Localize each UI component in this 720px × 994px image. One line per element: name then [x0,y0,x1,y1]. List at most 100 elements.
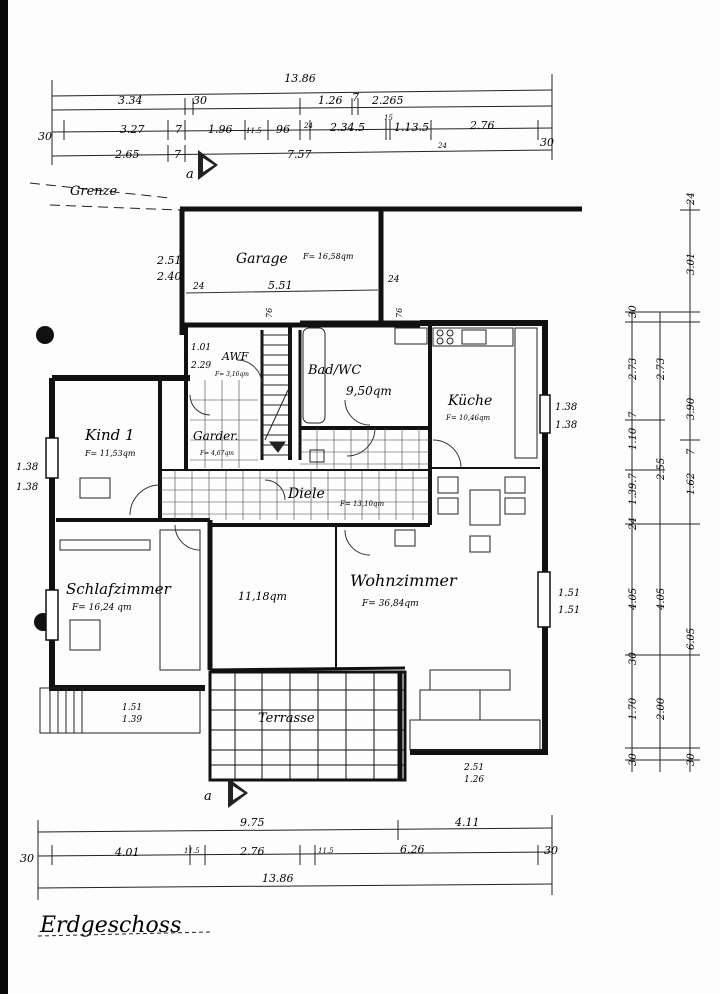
dim-top-r3-f: 96 [276,123,290,136]
staircase [261,334,291,456]
dim-right-c1-d: 1.10 [628,427,639,450]
wohn-window-top: 1.51 [558,588,580,599]
bath-fixtures [302,327,428,463]
dim-top-r3-h: 2.34.5 [329,121,365,134]
room-labels: AWF F= 3,16qm 1.01 2.29 76 76 Bad/WC 9,5… [16,308,580,616]
dining-furniture [394,476,541,751]
dim-right-c1-a: 30 [628,305,639,318]
dim-right-col3: 24 3.01 3.90 7 1.62 6.05 30 [686,192,697,766]
garderobe-area: F= 4,67qm [199,450,234,457]
dim-right-c1-c: 7 [628,411,639,418]
dim-bottom-r1-a: 9.75 [240,816,265,829]
dim-top-r3-g: 24 [303,122,313,130]
kind-area: F= 11,53qm [84,449,136,458]
dim-top-r2-c: 1.26 [318,94,343,107]
schlafzimmer-name: Schlafzimmer [66,580,172,598]
dim-bottom-r2-a: 30 [20,852,34,865]
dim-right-c3-b: 3.01 [686,253,697,275]
garage-dim-width: 5.51 [268,279,293,292]
section-label-bottom: a [204,789,212,804]
garage-dim-left-top: 2.51 [156,254,182,267]
entry-steps [39,687,201,734]
dim-top-r3-j: 1.13.5 [394,121,429,134]
dim-top-r4-b: 7 [174,148,181,161]
dim-bottom-r2-g: 30 [544,844,558,857]
dim-bottom-r2-c: 11.5 [184,847,200,855]
dim-top-row2: 3.34 30 1.26 7 2.265 [118,91,404,107]
dim-right-c1-e: 1.39.7 [628,473,639,505]
dim-top-r3-c: 7 [175,123,182,136]
boundary-line [29,182,171,199]
terrace [208,670,407,782]
top-dim-b: 76 [395,308,404,318]
awf-name: AWF [221,350,249,363]
dim-top-row4: 2.65 7 7.57 24 [114,142,447,161]
dim-right-c3-c: 3.90 [686,397,697,420]
left-dim-bottom: 1.38 [16,482,38,493]
dim-top-r3-i: 15 [384,114,393,122]
dim-top-r3-d: 1.96 [208,123,233,136]
dim-top-r2-e: 2.265 [371,94,404,107]
garage-dim-left-bottom: 2.40 [156,270,182,283]
dim-right-c1-g: 4.05 [628,588,639,611]
dim-top-r3-k: 2.76 [469,119,495,132]
garage-dim-inner-left: 24 [192,282,205,292]
dim-right-c3-g: 30 [686,753,697,766]
kitchen-fixtures [432,327,538,459]
dim-bottom-row2: 30 4.01 11.5 2.76 11.5 6.26 30 [20,843,558,865]
terrace-name: Terrasse [258,711,315,726]
mitte-area: 11,18qm [238,590,287,603]
boundary-label: Grenze [70,184,118,199]
dim-right-c2-b: 2.55 [656,458,667,481]
dim-bottom-r2-d: 2.76 [239,845,265,858]
scan-binding-edge [0,0,8,994]
dim-top-r3-b: 3.27 [120,123,145,136]
diele-name: Diele [287,486,325,502]
punch-hole-top [36,326,54,344]
dim-right-c1-h: 30 [628,652,639,665]
dim-right-c2-a: 2.73 [656,358,667,381]
dim-bottom-row1: 9.75 4.11 [240,816,480,829]
section-marker-bottom: a [204,778,248,808]
dim-top-r4-c: 7.57 [287,148,312,161]
dim-right-c3-d: 7 [686,448,697,455]
left-dim-top: 1.38 [16,462,38,473]
dim-right-col1: 30 2.73 7 1.10 1.39.7 24 4.05 30 1.70 30 [628,305,639,766]
dim-top-r2-b: 30 [193,94,207,107]
diele-area: F= 13,10qm [339,500,384,508]
garage: Garage F= 16,58qm 2.51 2.40 24 5.51 24 [156,206,582,335]
kueche-window-top: 1.38 [555,402,577,413]
top-dim-a: 76 [265,308,274,318]
wohnzimmer-name: Wohnzimmer [350,571,458,590]
dim-right-c3-e: 1.62 [686,473,697,495]
door-swings [129,359,462,556]
right-dimension-chains [625,200,700,772]
tile-grid-diele [160,428,430,520]
dim-top-r2-d: 7 [352,91,359,104]
dim-top-r3-a: 30 [38,130,52,143]
top-dimension-chains [51,74,553,165]
dim-right-c1-b: 2.73 [628,358,639,381]
wohnzimmer-area: F= 36,84qm [361,599,419,609]
bad-name: Bad/WC [307,363,361,378]
garderobe-name: Garder. [193,429,239,443]
dim-right-c1-i: 1.70 [628,697,639,720]
dim-right-c3-f: 6.05 [686,628,697,650]
bottom-dimension-chains [37,815,553,900]
tile-grid-garderobe [190,380,258,468]
section-label-top: a [186,167,194,182]
dim-bottom-r2-f: 6.26 [400,843,425,856]
dim-bottom-r1-b: 4.11 [454,816,480,829]
dim-bottom-r2-b: 4.01 [114,846,140,859]
kind-name: Kind 1 [84,426,135,444]
dim-top-r3-e: 11.5 [246,127,262,135]
dim-top-total: 13.86 [284,72,316,85]
dim-top-r2-a: 3.34 [118,94,143,107]
kueche-window-bottom: 1.38 [555,420,577,431]
dim-right-c1-f: 24 [628,517,639,531]
dim-top-r3-l: 30 [540,136,554,149]
schlafzimmer-area: F= 16,24 qm [71,603,132,613]
dim-bottom-r2-e: 11.5 [318,847,334,855]
